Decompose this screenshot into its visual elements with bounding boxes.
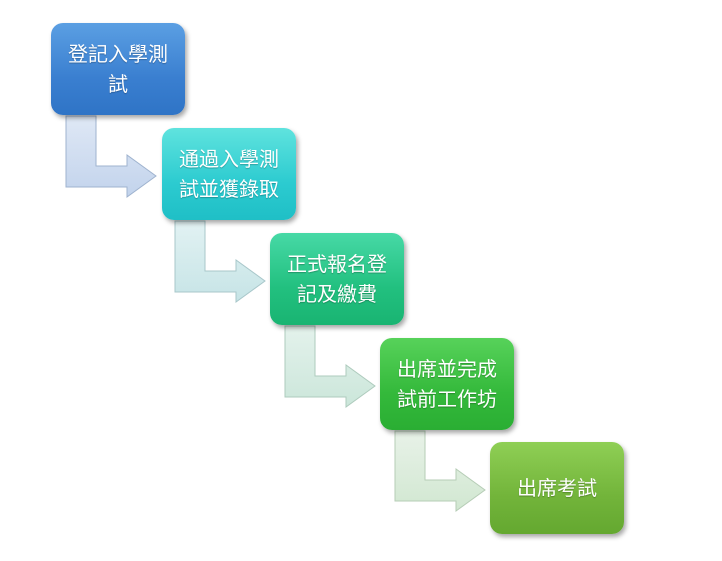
step-label: 出席並完成試前工作坊 bbox=[397, 357, 497, 411]
step-attend-pre-exam-workshop: 出席並完成試前工作坊 bbox=[380, 338, 514, 430]
connector-arrow-3 bbox=[284, 325, 376, 408]
connector-arrow-2 bbox=[174, 220, 266, 303]
step-label: 登記入學測試 bbox=[68, 42, 168, 96]
step-pass-test-admitted: 通過入學測試並獲錄取 bbox=[162, 128, 296, 220]
connector-arrow-4 bbox=[394, 430, 486, 512]
step-formal-registration-payment: 正式報名登記及繳費 bbox=[270, 233, 404, 325]
step-label: 通過入學測試並獲錄取 bbox=[179, 147, 279, 201]
step-label: 出席考試 bbox=[517, 476, 597, 500]
step-label: 正式報名登記及繳費 bbox=[287, 252, 387, 306]
step-register-entrance-test: 登記入學測試 bbox=[51, 23, 185, 115]
connector-arrow-1 bbox=[65, 115, 157, 198]
step-attend-exam: 出席考試 bbox=[490, 442, 624, 534]
